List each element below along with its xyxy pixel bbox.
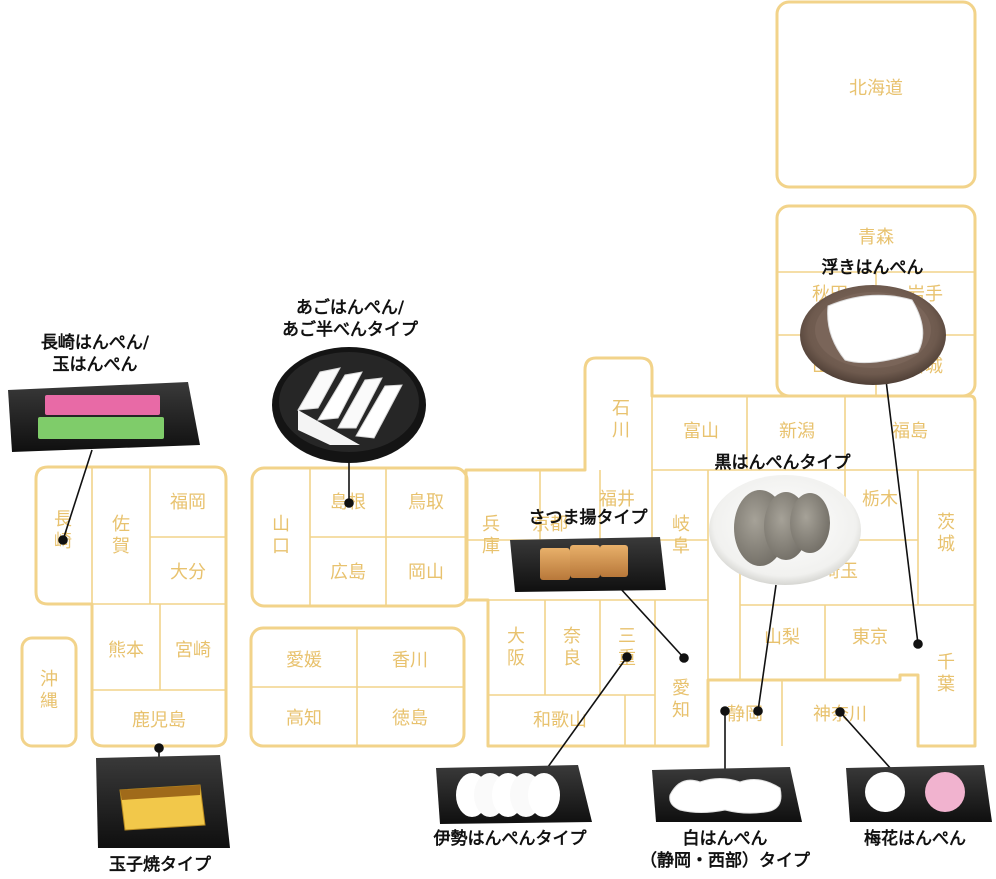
label-chiba: 千葉	[937, 652, 955, 695]
label-shiro-hanpen: 白はんぺん （静岡・西部）タイプ	[620, 828, 830, 872]
label-wakayama: 和歌山	[533, 710, 587, 731]
label-ago-line1: あごはんぺん/	[295, 298, 405, 318]
label-oita: 大分	[170, 562, 206, 583]
label-kyoto: 京都	[532, 514, 568, 535]
label-nagasaki-hanpen: 長崎はんぺん/ 玉はんぺん	[20, 332, 170, 376]
tamagoyaki-image	[96, 755, 230, 848]
label-tochigi: 栃木	[862, 489, 898, 510]
label-toyama: 富山	[683, 421, 719, 442]
okinawa-block	[20, 636, 78, 748]
label-ibaraki: 茨城	[937, 512, 955, 555]
uki-hanpen-image	[800, 285, 946, 385]
label-tottori: 鳥取	[408, 492, 444, 513]
ago-hanpen-image	[272, 347, 426, 463]
label-ago-hanpen: あごはんぺん/ あご半べんタイプ	[255, 297, 445, 341]
label-kagawa: 香川	[392, 650, 428, 671]
label-nagasaki: 長崎	[54, 509, 72, 552]
label-shiro-line1: 白はんぺん	[682, 829, 768, 849]
label-gifu: 岐阜	[672, 514, 690, 557]
label-satsuma-age: さつま揚タイプ	[528, 508, 648, 528]
label-aomori: 青森	[858, 227, 894, 248]
honshu-central-block	[464, 356, 977, 748]
label-osaka: 大阪	[507, 626, 525, 669]
label-nagasaki-line1: 長崎はんぺん/	[40, 333, 150, 353]
label-kagoshima: 鹿児島	[132, 710, 186, 731]
label-hokkaido: 北海道	[849, 78, 903, 99]
label-nagasaki-line2: 玉はんぺん	[52, 355, 138, 375]
region-labels: 北海道 青森 秋田 岩手 山形 宮城 富山 新潟 福島 栃木 群馬 埼玉 東京 …	[108, 78, 943, 731]
label-fukushima: 福島	[892, 421, 928, 442]
kyushu-block	[34, 465, 228, 748]
label-tokyo: 東京	[852, 627, 888, 648]
label-aichi: 愛知	[672, 678, 690, 721]
label-saga: 佐賀	[112, 514, 130, 557]
hokkaido-block	[775, 0, 977, 189]
satsuma-age-image	[510, 537, 666, 592]
label-miyazaki: 宮崎	[175, 640, 211, 661]
kuro-hanpen-image	[709, 475, 861, 585]
label-ishikawa: 石川	[612, 398, 630, 441]
label-yamanashi: 山梨	[764, 627, 800, 648]
label-kumamoto: 熊本	[108, 640, 144, 661]
label-fukui: 福井	[599, 489, 635, 510]
label-okayama: 岡山	[408, 562, 444, 583]
connector-lines	[58, 379, 923, 779]
label-tokushima: 徳島	[392, 708, 428, 729]
label-hyogo: 兵庫	[482, 514, 500, 557]
vertical-region-labels: 石川 茨城 千葉 岐阜 愛知 三重 奈良 大阪 兵庫 山口 佐賀 長崎 沖縄	[40, 398, 955, 721]
label-kochi: 高知	[286, 708, 322, 729]
label-baika-hanpen: 梅花はんぺん	[864, 829, 966, 849]
label-kuro-hanpen: 黒はんぺんタイプ	[714, 453, 851, 473]
label-okinawa: 沖縄	[40, 669, 58, 712]
nagasaki-hanpen-image	[8, 382, 200, 452]
label-ehime: 愛媛	[286, 650, 322, 671]
ise-hanpen-image	[436, 765, 592, 824]
label-yamaguchi: 山口	[272, 514, 290, 557]
baika-hanpen-image	[846, 765, 992, 822]
label-shiro-line2: （静岡・西部）タイプ	[640, 851, 810, 871]
shiro-hanpen-image	[652, 767, 802, 822]
label-fukuoka: 福岡	[170, 492, 206, 513]
label-mie: 三重	[618, 626, 636, 669]
label-tamagoyaki: 玉子焼タイプ	[109, 855, 211, 875]
label-uki-hanpen: 浮きはんぺん	[821, 258, 924, 278]
label-ago-line2: あご半べんタイプ	[282, 320, 418, 340]
label-niigata: 新潟	[779, 421, 815, 442]
label-hiroshima: 広島	[330, 562, 366, 583]
label-ise-hanpen: 伊勢はんぺんタイプ	[433, 829, 587, 849]
label-nara: 奈良	[563, 626, 581, 669]
